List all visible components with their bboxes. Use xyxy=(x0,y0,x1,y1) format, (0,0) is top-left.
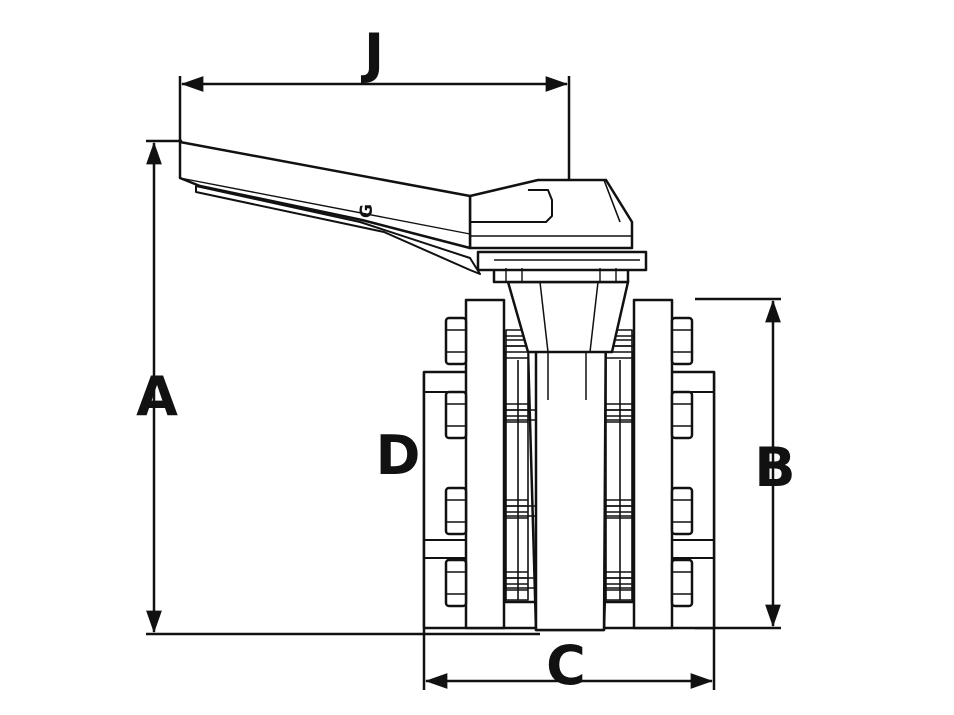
dim-label-a: A xyxy=(136,365,178,428)
right-flange xyxy=(632,298,674,630)
dim-label-b: B xyxy=(754,436,795,499)
thread-detail-left xyxy=(505,329,529,601)
lever-underside xyxy=(195,185,481,275)
thread-detail-right xyxy=(605,329,633,601)
left-bolts xyxy=(444,316,468,608)
left-flange xyxy=(464,298,506,630)
right-bolts xyxy=(670,316,694,608)
dim-label-c: C xyxy=(546,634,586,697)
valve-drawing xyxy=(178,140,716,632)
dim-label-j: J xyxy=(360,22,384,85)
mount-plate-upper xyxy=(476,250,648,272)
valve-neck xyxy=(506,280,630,354)
dim-label-d: D xyxy=(376,424,421,487)
handle-mark: G xyxy=(357,204,377,218)
